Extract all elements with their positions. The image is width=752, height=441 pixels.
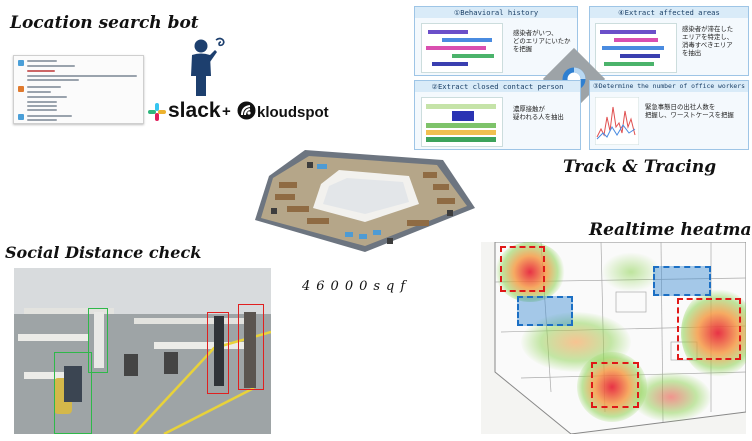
- hotspot-zone: [500, 246, 545, 292]
- kloudspot-icon: [237, 101, 256, 120]
- realtime-heatmap-view: [481, 242, 746, 434]
- panel-description: 感染者が滞在した エリアを特定し、 消毒すべきエリア を抽出: [682, 25, 734, 57]
- avatar: [18, 86, 24, 92]
- detection-box-safe: [88, 308, 108, 373]
- panel-description: 濃厚接触が 疑われる人を抽出: [513, 105, 564, 121]
- tracing-panel-affected-areas: ④Extract affected areas 感染者が滞在した エリアを特定し…: [589, 6, 749, 76]
- hotspot-zone: [591, 362, 639, 408]
- panel-title: ①Behavioral history: [415, 7, 577, 18]
- low-density-zone: [653, 266, 711, 296]
- line-chart-icon: [595, 97, 639, 145]
- low-density-zone: [517, 296, 573, 326]
- kloudspot-wordmark: kloudspot: [257, 104, 329, 121]
- detection-box-alert: [207, 312, 229, 394]
- panel-title: ④Extract affected areas: [590, 7, 748, 18]
- slack-icon: [148, 103, 166, 121]
- panel-title: ③Determine the number of office workers: [590, 81, 748, 92]
- slack-wordmark: slack: [168, 99, 221, 122]
- hotspot-zone: [677, 298, 741, 360]
- area-label: 46000sqf: [302, 279, 412, 294]
- realtime-heatmap-heading: Realtime heatmap: [589, 220, 752, 240]
- location-search-bot-heading: Location search bot: [10, 13, 199, 33]
- panel-title: ②Extract closed contact person: [415, 81, 580, 92]
- panel-description: 緊急事態日の出社人数を 把握し、ワーストケースを把握: [645, 103, 734, 119]
- tracing-panel-office-workers: ③Determine the number of office workers …: [589, 80, 749, 150]
- detection-box-alert: [238, 304, 264, 390]
- slack-chat-panel: [13, 55, 144, 124]
- social-distance-camera-view: [14, 268, 271, 434]
- tracing-panel-closed-contact: ②Extract closed contact person 濃厚接触が 疑われ…: [414, 80, 581, 150]
- social-distance-heading: Social Distance check: [5, 243, 202, 262]
- panel-description: 感染者がいつ、 どのエリアにいたか を把握: [513, 29, 571, 53]
- person-thinking-icon: [191, 37, 225, 96]
- detection-box-safe: [54, 352, 92, 434]
- plus-sign: +: [222, 103, 231, 120]
- avatar: [18, 60, 24, 66]
- floor-map-3d: [255, 150, 475, 252]
- tracing-panel-behavioral-history: ①Behavioral history 感染者がいつ、 どのエリアにいたか を把…: [414, 6, 578, 76]
- track-tracing-heading: Track & Tracing: [563, 157, 717, 177]
- avatar: [18, 114, 24, 120]
